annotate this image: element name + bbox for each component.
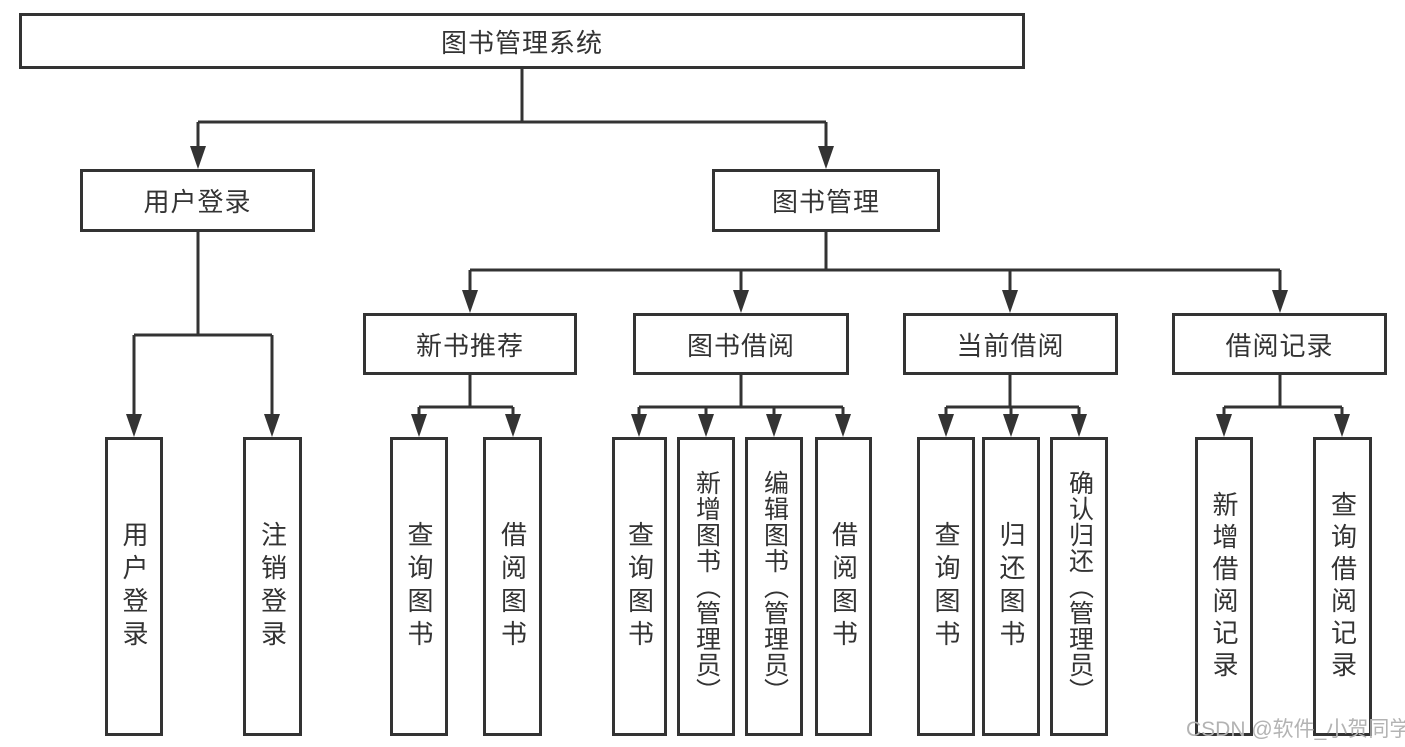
node-leaf-query-books-recommend: 查询图书 [390, 437, 448, 736]
node-library-management-system: 图书管理系统 [19, 13, 1025, 69]
node-leaf-query-borrow-record: 查询借阅记录 [1313, 437, 1372, 736]
node-leaf-query-books-current: 查询图书 [917, 437, 975, 736]
node-leaf-borrow-books: 借阅图书 [815, 437, 872, 736]
node-leaf-user-login: 用户登录 [105, 437, 163, 736]
node-leaf-confirm-return-admin: 确认归还（管理员） [1050, 437, 1108, 736]
node-book-borrowing: 图书借阅 [633, 313, 849, 375]
connector-current-borrow-to-leaves [938, 375, 1087, 437]
connector-new-book-to-leaves [411, 375, 521, 437]
node-current-borrowing: 当前借阅 [903, 313, 1118, 375]
connector-book-borrow-to-leaves [631, 375, 851, 437]
node-borrowing-records: 借阅记录 [1172, 313, 1387, 375]
node-user-login: 用户登录 [80, 169, 315, 232]
node-leaf-query-books-borrow: 查询图书 [612, 437, 667, 736]
node-leaf-add-borrow-record: 新增借阅记录 [1195, 437, 1253, 736]
connector-book-management-to-level3 [462, 232, 1288, 313]
node-leaf-add-books-admin: 新增图书（管理员） [677, 437, 735, 736]
node-leaf-edit-books-admin: 编辑图书（管理员） [745, 437, 803, 736]
node-leaf-borrow-books-recommend: 借阅图书 [483, 437, 542, 736]
connector-borrow-records-to-leaves [1216, 375, 1350, 437]
connector-root-to-level2 [190, 69, 834, 169]
node-leaf-logout: 注销登录 [243, 437, 302, 736]
csdn-watermark: CSDN @软件_小贺同学 [1186, 718, 1405, 741]
node-new-book-recommendation: 新书推荐 [363, 313, 577, 375]
connector-user-login-to-leaves [126, 232, 280, 437]
node-leaf-return-books: 归还图书 [982, 437, 1040, 736]
node-book-management: 图书管理 [712, 169, 940, 232]
